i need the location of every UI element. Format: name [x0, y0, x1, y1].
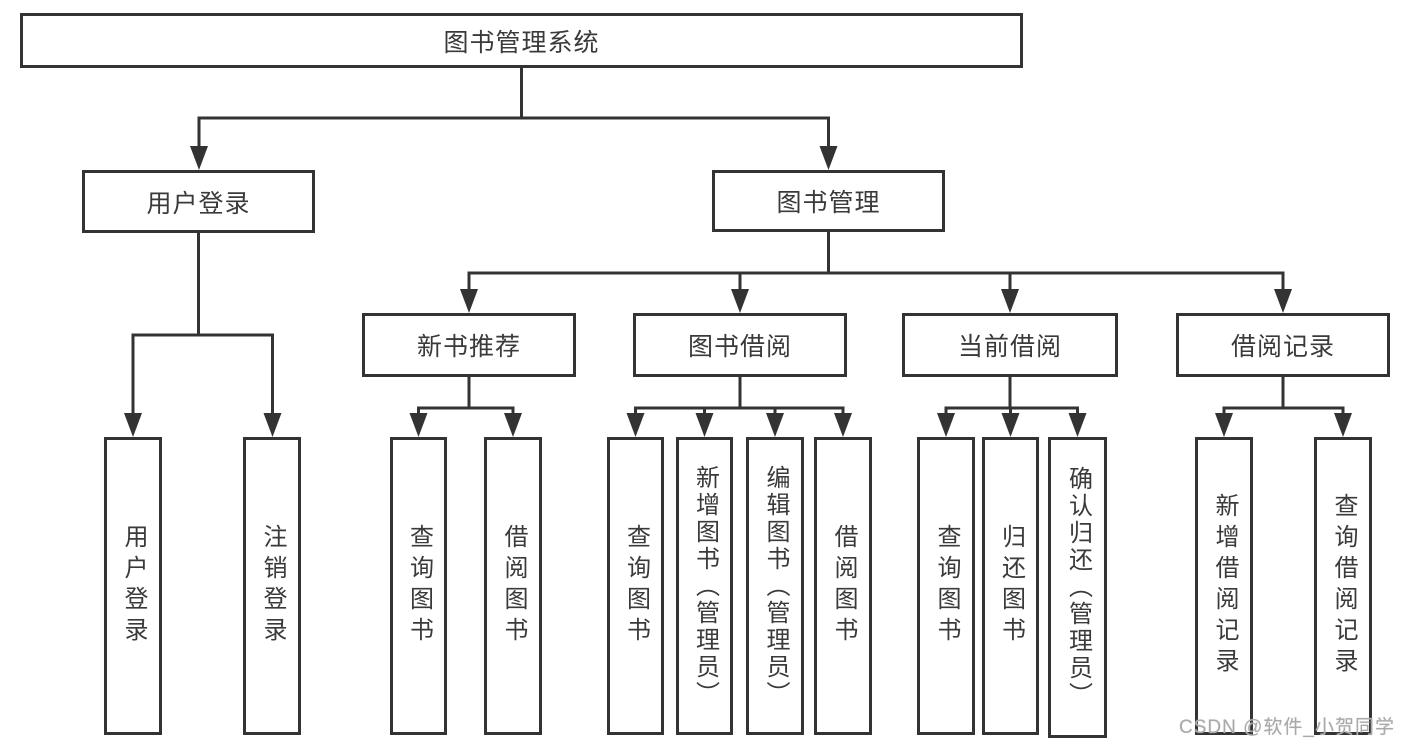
- node-label: 图书管理: [776, 189, 881, 217]
- node-label: 图书借阅: [687, 333, 792, 361]
- node-current-borrow: 当前借阅: [902, 313, 1118, 377]
- watermark: CSDN @软件_小贺同学: [1179, 717, 1395, 738]
- node-new-book-recommend: 新书推荐: [362, 313, 576, 377]
- arrowhead: [504, 413, 522, 437]
- node-label: 注销登录: [259, 524, 286, 648]
- node-label: 新增图书（管理员）: [691, 464, 719, 708]
- connector-borrow-bar: [634, 406, 845, 419]
- node-leaf-user-login: 用户登录: [104, 437, 162, 735]
- node-leaf-borrow-query: 查询图书: [607, 437, 664, 735]
- node-label: 查询借阅记录: [1330, 493, 1357, 679]
- node-leaf-records-add: 新增借阅记录: [1195, 437, 1253, 735]
- node-leaf-recommend-query: 查询图书: [390, 437, 447, 735]
- arrowhead: [1068, 413, 1087, 437]
- arrowhead: [626, 413, 645, 437]
- node-label: 当前借阅: [957, 333, 1062, 361]
- node-leaf-borrow-add: 新增图书（管理员）: [676, 437, 733, 735]
- node-borrow-records: 借阅记录: [1176, 313, 1390, 377]
- node-label: 新增借阅记录: [1211, 493, 1238, 679]
- node-root: 图书管理系统: [20, 13, 1023, 68]
- node-label: 编辑图书（管理员）: [762, 464, 789, 708]
- node-leaf-recommend-borrow: 借阅图书: [484, 437, 542, 735]
- node-label: 归还图书: [997, 524, 1025, 648]
- arrowhead: [1001, 413, 1020, 437]
- node-book-borrow: 图书借阅: [633, 313, 847, 377]
- arrowhead: [834, 413, 852, 437]
- node-label: 查询图书: [622, 524, 650, 648]
- node-leaf-logout: 注销登录: [243, 437, 301, 735]
- node-root-label: 图书管理系统: [443, 28, 600, 57]
- node-book-management: 图书管理: [712, 170, 945, 232]
- node-label: 确认归还（管理员）: [1064, 466, 1092, 709]
- node-label: 用户登录: [120, 524, 147, 648]
- node-leaf-current-confirm: 确认归还（管理员）: [1048, 437, 1107, 738]
- arrowhead: [819, 146, 838, 170]
- node-label: 查询图书: [405, 524, 433, 648]
- arrowhead: [409, 413, 428, 437]
- arrowhead: [695, 413, 714, 437]
- arrowhead: [937, 413, 955, 437]
- connector-root-bar: [197, 116, 830, 150]
- node-leaf-borrow-borrow: 借阅图书: [814, 437, 872, 735]
- node-leaf-current-return: 归还图书: [982, 437, 1039, 735]
- node-label: 用户登录: [146, 189, 251, 218]
- node-label: 借阅图书: [500, 524, 527, 648]
- arrowhead: [766, 413, 784, 437]
- arrowhead: [460, 289, 478, 313]
- node-leaf-records-query: 查询借阅记录: [1314, 437, 1372, 735]
- arrowhead: [1334, 413, 1352, 437]
- connector-mgmt-bar: [467, 271, 1285, 293]
- arrowhead: [731, 289, 749, 313]
- node-user-login: 用户登录: [82, 170, 315, 233]
- connector-records-bar: [1222, 406, 1345, 419]
- connector-login-bar: [131, 333, 274, 419]
- arrowhead: [1274, 289, 1292, 313]
- arrowhead: [190, 146, 208, 170]
- node-label: 新书推荐: [416, 333, 521, 361]
- arrowhead: [1001, 289, 1019, 313]
- arrowhead: [124, 413, 142, 437]
- arrowhead: [1215, 413, 1233, 437]
- node-label: 借阅记录: [1230, 333, 1335, 361]
- node-leaf-borrow-edit: 编辑图书（管理员）: [746, 437, 804, 735]
- node-label: 借阅图书: [830, 524, 857, 648]
- arrowhead: [263, 413, 282, 437]
- node-leaf-current-query: 查询图书: [917, 437, 975, 735]
- connector-recommend-bar: [417, 406, 515, 419]
- node-label: 查询图书: [933, 524, 960, 648]
